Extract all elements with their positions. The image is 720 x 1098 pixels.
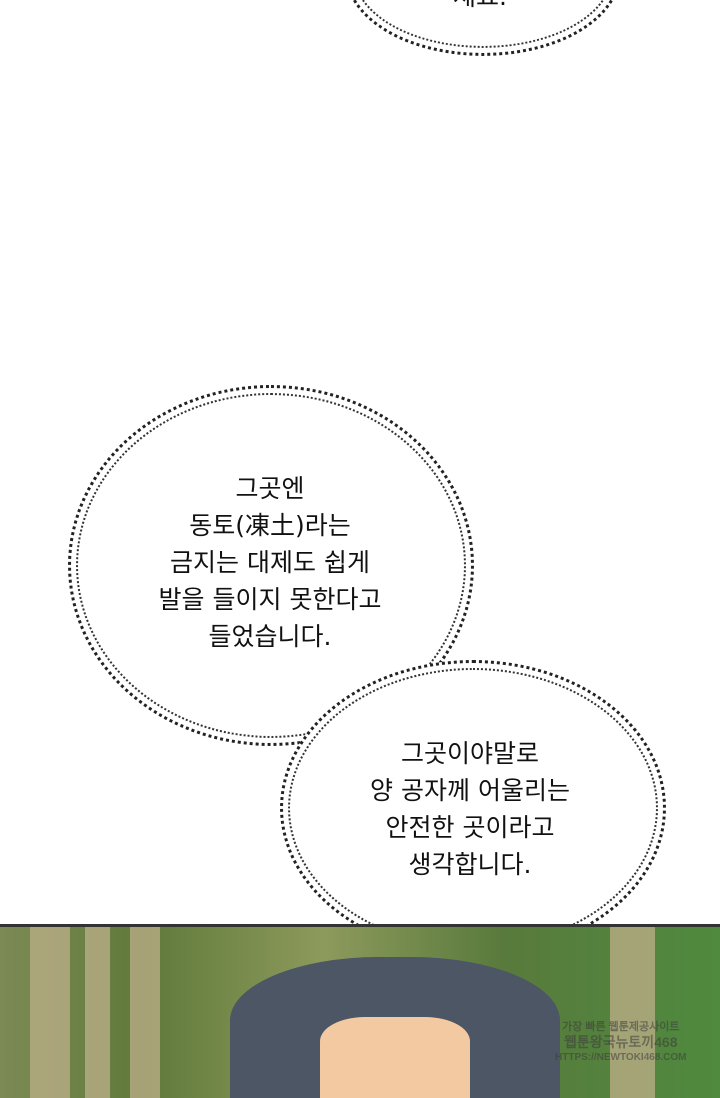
forest-scene-panel xyxy=(0,924,720,1098)
bubble-2-text: 그곳이야말로 양 공자께 어울리는 안전한 곳이라고 생각합니다. xyxy=(370,739,570,879)
speech-bubble-2 xyxy=(280,660,666,956)
tree-trunk xyxy=(610,927,655,1098)
watermark-line-2: 웹툰왕국뉴토끼468 xyxy=(563,1034,678,1050)
top-bubble-text: 세요. xyxy=(430,0,530,15)
watermark-line-1: 가장 빠른 웹툰제공사이트 xyxy=(562,1021,680,1033)
watermark-url: HTTPS://NEWTOKI468.COM xyxy=(555,1052,687,1063)
character-face xyxy=(320,1017,470,1098)
tree-trunk xyxy=(130,927,160,1098)
watermark: 가장 빠른 웹툰제공사이트 웹툰왕국뉴토끼468 HTTPS://NEWTOKI… xyxy=(555,1020,687,1065)
bubble-1-text: 그곳엔 동토(凍土)라는 금지는 대제도 쉽게 발을 들이지 못한다고 들었습니… xyxy=(158,474,382,651)
tree-trunk xyxy=(30,927,70,1098)
tree-trunk xyxy=(85,927,110,1098)
top-bubble-area: 세요. xyxy=(0,0,720,60)
